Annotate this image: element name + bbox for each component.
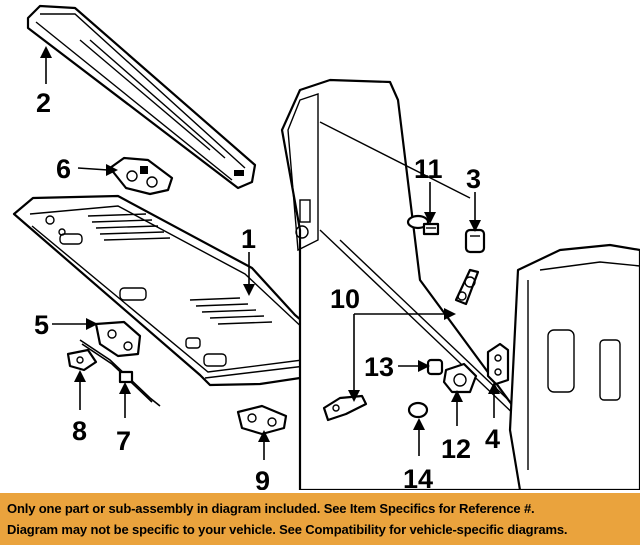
truck-bed-side-left [280, 78, 562, 490]
tailgate-panel-part [12, 194, 334, 387]
tailgate-top-cap-part [26, 4, 257, 190]
notice-line-2: Diagram may not be specific to your vehi… [7, 522, 568, 537]
support-cable-part [454, 268, 480, 306]
callout-1: 1 [241, 224, 256, 254]
callout-10: 10 [330, 284, 360, 314]
nut-part [426, 358, 444, 376]
notice-line-1: Only one part or sub-assembly in diagram… [7, 501, 535, 516]
retainer-clip-part [464, 228, 486, 254]
notice-banner: Only one part or sub-assembly in diagram… [0, 493, 640, 545]
callout-9: 9 [255, 466, 270, 490]
callout-14: 14 [403, 464, 433, 490]
callout-12: 12 [441, 434, 471, 464]
striker-part [66, 348, 98, 372]
release-rod-part [79, 339, 161, 407]
callout-labels: 2 6 1 11 3 5 10 13 8 7 9 12 4 14 [34, 88, 500, 490]
cable-bracket-part [322, 394, 368, 422]
lower-hinge-part [236, 404, 288, 436]
upper-hinge-part [108, 156, 174, 196]
callout-4: 4 [485, 424, 500, 454]
callout-7: 7 [116, 426, 131, 456]
side-bracket-part [486, 342, 510, 386]
latch-part [94, 320, 142, 358]
callout-13: 13 [364, 352, 394, 382]
bolt-part [406, 214, 440, 236]
callout-2: 2 [36, 88, 51, 118]
clip-part [407, 401, 429, 419]
hinge-bracket-part [442, 362, 478, 394]
leader-lines [40, 46, 500, 460]
callout-5: 5 [34, 310, 49, 340]
callout-8: 8 [72, 416, 87, 446]
diagram-canvas: 2 6 1 11 3 5 10 13 8 7 9 12 4 14 [12, 4, 640, 490]
callout-6: 6 [56, 154, 71, 184]
callout-11: 11 [414, 154, 443, 184]
callout-3: 3 [466, 164, 481, 194]
truck-bed-side-right [508, 243, 640, 490]
